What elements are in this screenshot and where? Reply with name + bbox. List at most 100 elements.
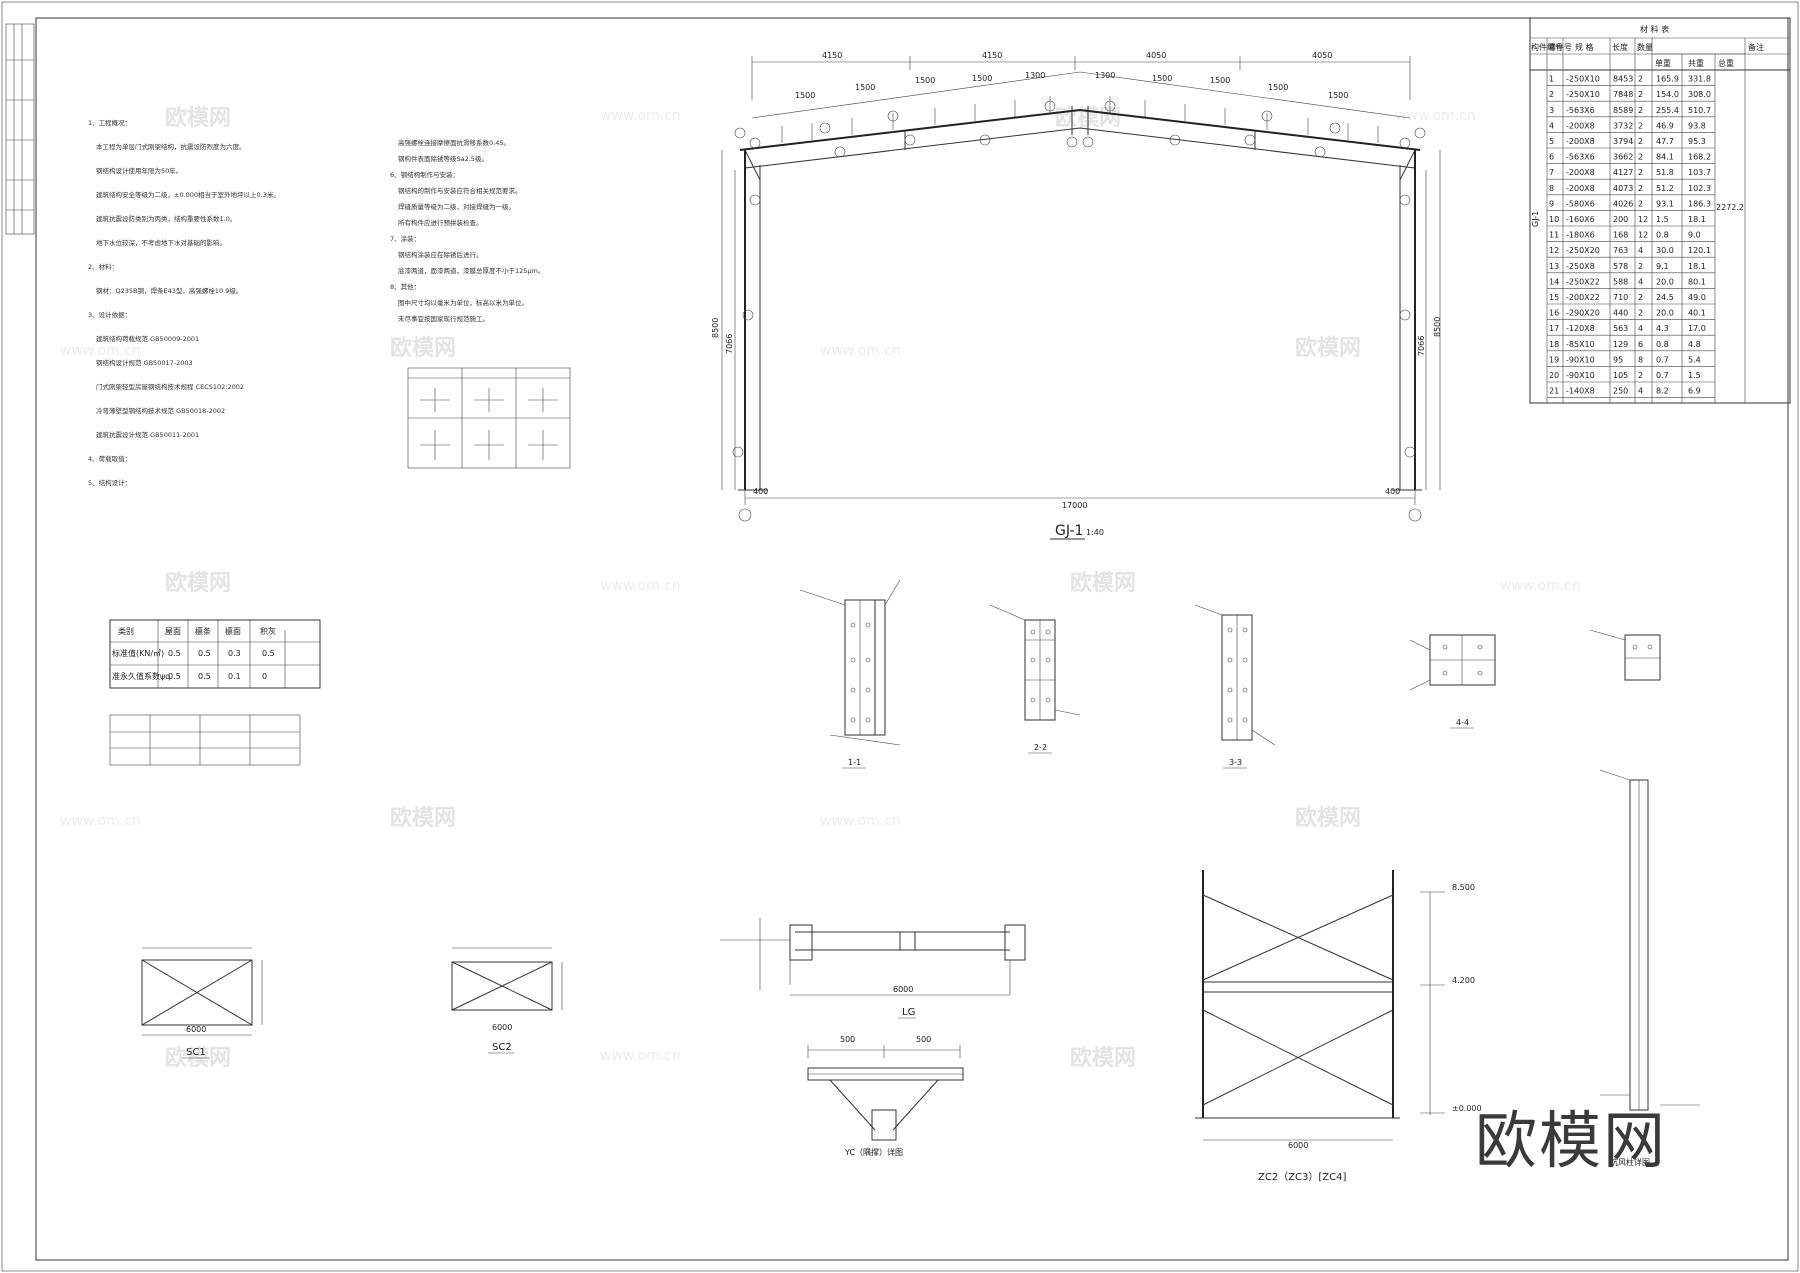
frame-scale: 1:40 [1086,528,1104,537]
table-cell-unit: 51.8 [1656,168,1674,177]
note-line: 建筑抗震设计规范 GB50011-2001 [96,431,200,439]
brace-sc2: 6000 SC2 [451,947,563,1054]
table-cell-spec: -160X6 [1566,215,1595,224]
table-cell-len: 8589 [1613,106,1633,115]
purlin-dim-5: 1300 [1025,71,1045,80]
watermark-url-8: www.om.cn [820,813,901,829]
th-remark: 备注 [1748,42,1764,52]
table-cell-qty: 2 [1638,309,1643,318]
table-cell-qty: 4 [1638,246,1643,255]
span-dim-3: 4050 [1146,51,1166,60]
table-cell-unit: 255.4 [1656,106,1679,115]
table-cell-qty: 2 [1638,199,1643,208]
th-spec: 规 格 [1575,42,1594,52]
note-line: 建筑结构荷载规范 GB50009-2001 [96,335,200,343]
load-th-4: 积灰 [260,626,276,636]
table-cell-unit: 1.5 [1656,215,1669,224]
table-cell-sum: 80.1 [1688,277,1706,286]
table-cell-qty: 2 [1638,90,1643,99]
purlin-dim-3: 1500 [915,76,935,85]
zc-width: 6000 [1288,1141,1308,1150]
span-dim-1: 4150 [822,51,842,60]
sheet-border [35,17,1789,1261]
note-line: 门式刚架轻型房屋钢结构技术规程 CECS102:2002 [96,383,245,391]
table-cell-qty: 2 [1638,262,1643,271]
table-cell-no: 21 [1549,387,1559,396]
table-cell-len: 168 [1613,231,1628,240]
table-cell-len: 763 [1613,246,1628,255]
table-cell-sum: 40.1 [1688,309,1706,318]
section-3-3-label: 3-3 [1229,758,1242,767]
watermark-4: 欧模网 [1295,335,1361,361]
table-cell-len: 710 [1613,293,1628,302]
table-cell-len: 7848 [1613,90,1633,99]
table-cell-sum: 4.8 [1688,340,1701,349]
watermark-3: 欧模网 [390,335,456,361]
table-cell-sum: 17.0 [1688,324,1706,333]
sc2-label: SC2 [492,1042,512,1053]
table-cell-unit: 4.3 [1656,324,1669,333]
table-cell-no: 4 [1549,121,1554,130]
sc1-label: SC1 [186,1047,206,1058]
table-cell-no: 13 [1549,262,1559,271]
load-r1-0: 准永久值系数ψq [112,671,170,681]
table-title: 材 料 表 [1640,24,1669,34]
span-dim-4: 4050 [1312,51,1332,60]
note-line: 焊缝质量等级为二级，对接焊缝为一级。 [398,203,515,211]
table-cell-qty: 2 [1638,184,1643,193]
note-line: 5、结构设计： [88,479,132,487]
table-cell-unit: 20.0 [1656,309,1674,318]
material-table: 材 料 表 构件编号 零件号 规 格 长度 数量 单重 共重 总重 备注 GJ-… [1529,17,1791,404]
load-th-3: 檩面 [225,626,241,636]
table-cell-sum: 103.7 [1688,168,1711,177]
column-bracing-zc: 8.500 4.200 ±0.000 6000 ZC2（ZC3）[ZC4] [1195,870,1482,1183]
table-cell-unit: 47.7 [1656,137,1674,146]
table-cell-sum: 5.4 [1688,355,1701,364]
plate-detail [1589,629,1661,681]
table-cell-qty: 2 [1638,75,1643,84]
table-cell-spec: -90X10 [1566,355,1595,364]
watermark-url-3: www.om.cn [60,343,141,359]
table-cell-spec: -580X6 [1566,199,1595,208]
table-cell-spec: -120X8 [1566,324,1595,333]
table-cell-len: 563 [1613,324,1628,333]
table-cell-spec: -563X6 [1566,106,1595,115]
note-line: 地下水位较深，不考虑地下水对基础的影响。 [96,239,226,247]
table-cell-spec: -250X10 [1566,90,1600,99]
table-cell-no: 17 [1549,324,1559,333]
note-line: 8、其他： [390,283,421,291]
load-r1-3: 0.1 [228,672,241,681]
note-line: 未尽事宜按国家现行规范施工。 [398,315,489,323]
col-clear-left: 7066 [725,334,734,354]
note-line: 7、涂装： [390,235,421,243]
table-cell-sum: 510.7 [1688,106,1711,115]
zc-level-mid: 4.200 [1452,976,1475,985]
brace-sc1: 6000 SC1 [141,947,263,1059]
load-r0-3: 0.3 [228,649,241,658]
table-cell-len: 588 [1613,277,1628,286]
table-cell-no: 1 [1549,75,1554,84]
purlin-dim-4: 1500 [972,74,992,83]
th-unit: 单重 [1655,58,1671,68]
lg-width: 6000 [893,985,913,994]
table-cell-spec: -200X8 [1566,168,1595,177]
watermark-url-5: www.om.cn [600,578,681,594]
table-cell-spec: -200X8 [1566,121,1595,130]
table-cell-len: 105 [1613,371,1628,380]
table-cell-unit: 9.1 [1656,262,1669,271]
table-cell-unit: 0.8 [1656,231,1669,240]
table-cell-len: 8453 [1613,75,1633,84]
purlin-dim-8: 1500 [1210,76,1230,85]
watermark-url-6: www.om.cn [1500,578,1581,594]
note-line: 底漆两道，面漆两道，漆膜总厚度不小于125μm。 [398,267,545,275]
table-cell-no: 6 [1549,153,1554,162]
table-cell-no: 3 [1549,106,1554,115]
table-cell-spec: -563X6 [1566,153,1595,162]
load-r1-1: 0.5 [168,672,181,681]
th-qty: 数量 [1637,42,1653,52]
note-line: 所有构件应进行预拼装检查。 [398,219,483,227]
table-cell-len: 3732 [1613,121,1633,130]
frame-title: GJ-1 [1055,523,1083,539]
note-line: 冷弯薄壁型钢结构技术规范 GB50018-2002 [96,407,226,415]
